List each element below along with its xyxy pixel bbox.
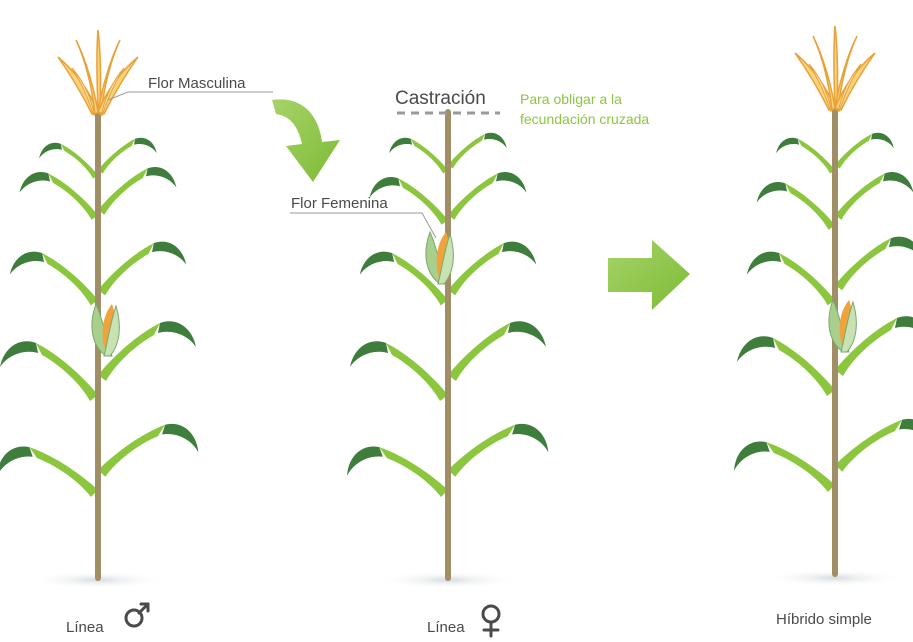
leaf: [756, 182, 836, 230]
leaf: [9, 251, 99, 306]
male-flower-label: Flor Masculina: [148, 75, 246, 92]
leaf: [39, 142, 98, 179]
leaf: [350, 341, 448, 401]
plant-hybrid: [730, 25, 913, 587]
leaf: [746, 251, 836, 306]
leaf: [343, 436, 449, 510]
leaf: [0, 341, 98, 401]
cob: [425, 231, 454, 285]
leaf: [389, 137, 449, 174]
female-flower-callout: Flor Femenina: [290, 195, 437, 239]
male-flower-callout: Flor Masculina: [107, 75, 273, 101]
result-arrow: [608, 240, 690, 310]
leaf: [447, 416, 552, 487]
tassel: [794, 25, 876, 113]
leaf: [0, 436, 99, 510]
leaf: [835, 172, 913, 220]
leaf: [730, 431, 836, 505]
callout-line: [290, 212, 437, 239]
plant-female-line: [343, 109, 552, 589]
female-symbol-icon: [481, 604, 501, 638]
tassel: [57, 29, 139, 117]
ground-shadow: [765, 569, 905, 587]
caption-hybrid: Híbrido simple: [776, 611, 872, 628]
pollination-arrow: [272, 99, 340, 182]
caption-text: Línea: [66, 619, 104, 636]
leaf: [19, 172, 99, 220]
castration-note-line2: fecundación cruzada: [520, 111, 649, 127]
castration-note-line1: Para obligar a la: [520, 91, 622, 107]
leaf: [737, 336, 835, 396]
leaf: [97, 416, 202, 487]
caption-text: Híbrido simple: [776, 611, 872, 628]
leaf: [448, 321, 546, 381]
leaf: [834, 411, 913, 482]
caption-male-line: Línea: [66, 602, 150, 636]
castration-label: Castración: [395, 88, 486, 109]
leaf: [448, 132, 507, 169]
leaf: [776, 137, 836, 174]
leaf: [97, 137, 157, 174]
leaf: [448, 241, 537, 296]
caption-text: Línea: [427, 619, 465, 636]
leaf: [448, 172, 527, 220]
plant-male-line: [0, 29, 202, 589]
caption-female-line: Línea: [427, 604, 501, 638]
leaf: [98, 167, 177, 215]
castration-callout: Castración Para obligar a la fecundación…: [395, 88, 649, 127]
female-flower-label: Flor Femenina: [291, 195, 388, 212]
leaf: [98, 241, 187, 296]
male-symbol-icon: [124, 602, 150, 628]
leaf: [835, 236, 913, 291]
callout-line: [107, 91, 273, 101]
leaf: [835, 132, 894, 169]
